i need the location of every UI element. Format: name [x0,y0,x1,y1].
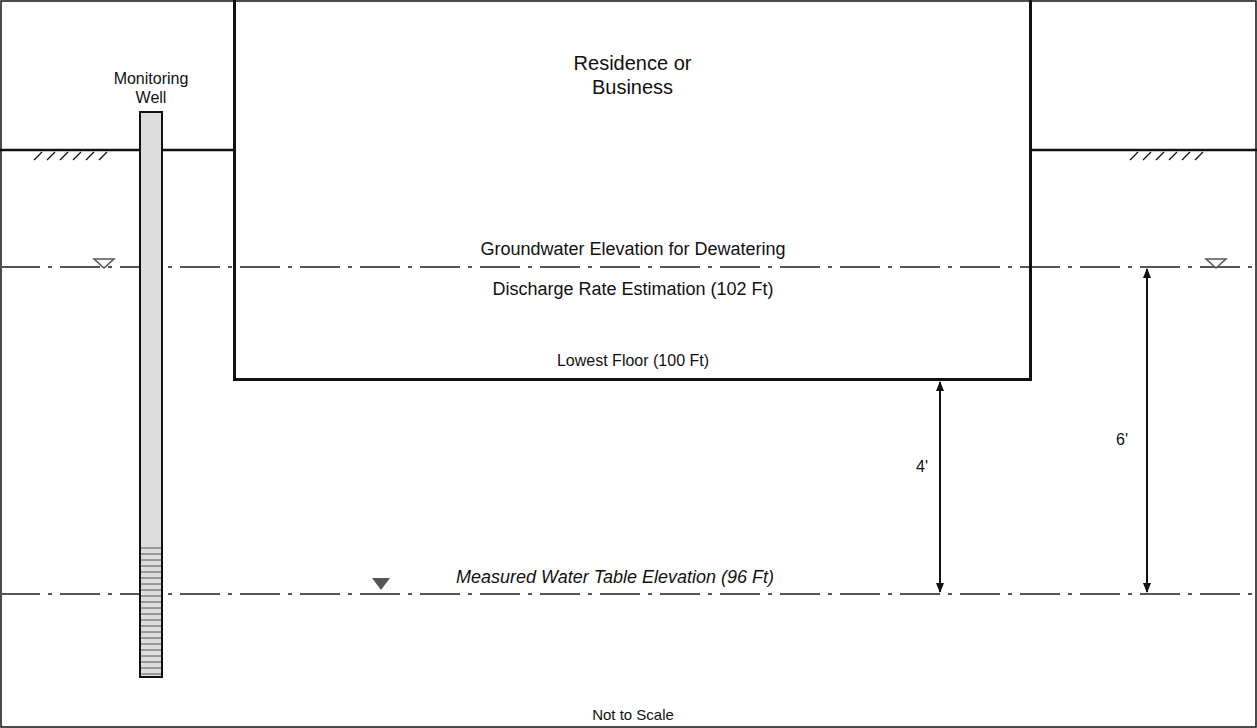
screen-slot [141,668,161,669]
elevation-label: Groundwater Elevation for Dewatering [477,239,788,261]
ground-line [0,149,234,152]
screen-slot [141,662,161,663]
scale-note: Not to Scale [589,706,677,724]
ground-symbol [34,152,107,160]
screen-slot [141,578,161,579]
ground-hatch [86,152,94,160]
floor-label: Lowest Floor (100 Ft) [554,351,712,370]
monitoring-well: Monitoring Well [139,111,163,678]
screen-slot [141,626,161,627]
ground-hatch [1169,152,1177,160]
screen-slot [141,674,161,675]
screen-slot [141,566,161,567]
screen-slot [141,602,161,603]
screen-slot [141,650,161,651]
ground-hatch [1143,152,1151,160]
screen-slot [141,548,161,549]
ground-hatch [1130,152,1138,160]
screen-slot [141,656,161,657]
dimension-label: 6' [1113,430,1131,449]
ground-symbol [1130,152,1203,160]
screen-slot [141,590,161,591]
water-table-symbol [94,259,114,268]
screen-slot [141,572,161,573]
dimension-arrow [1146,269,1148,592]
screen-slot [141,584,161,585]
water-table-label: Measured Water Table Elevation (96 Ft) [453,567,777,589]
screen-slot [141,644,161,645]
ground-hatch [1156,152,1164,160]
screen-slot [141,614,161,615]
building-outline: Residence or Business [233,0,1032,381]
ground-hatch [1182,152,1190,160]
ground-hatch [73,152,81,160]
water-table-symbol [372,578,390,590]
ground-hatch [99,152,107,160]
screen-slot [141,632,161,633]
ground-hatch [60,152,68,160]
screen-slot [141,620,161,621]
screen-slot [141,596,161,597]
ground-line [1030,149,1257,152]
screen-slot [141,554,161,555]
well-label: Monitoring Well [106,69,196,107]
water-table-symbol [1206,259,1226,268]
elevation-label: Discharge Rate Estimation (102 Ft) [489,279,776,301]
dimension-arrow [939,382,941,592]
dewatering-water-line [0,266,1257,268]
building-label: Residence or Business [558,51,708,99]
ground-hatch [1195,152,1203,160]
ground-hatch [47,152,55,160]
well-casing [140,112,162,677]
screen-slot [141,560,161,561]
ground-hatch [34,152,42,160]
well-screen [141,548,161,674]
screen-slot [141,608,161,609]
measured-water-line [0,593,1257,595]
dimension-label: 4' [913,457,931,476]
screen-slot [141,638,161,639]
